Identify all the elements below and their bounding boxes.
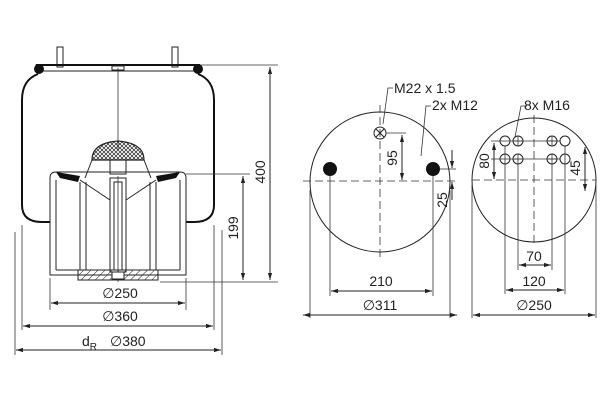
dim-max-diameter: ∅380 [110,333,146,349]
dim-stud-offset: 25 [434,192,450,208]
bellow [21,73,215,223]
dim-bellow-diameter: ∅360 [102,308,138,324]
dim-dr-label: dR [82,333,97,353]
dim-top-plate-diameter: ∅311 [363,297,398,313]
dim-height-400: 400 [252,160,268,184]
top-plate-view: M22 x 1.5 2x M12 95 25 210 ∅311 [303,80,478,318]
bump-stop [91,140,145,161]
bolt-holes [499,135,571,165]
side-view: 400 199 ∅250 ∅360 dR ∅380 [14,46,278,355]
dim-stud-spacing: 210 [369,273,393,289]
top-stud-left [56,46,64,68]
top-stud-right [171,46,179,68]
dim-offset: 45 [567,160,583,176]
label-bolts: 8x M16 [524,97,570,113]
bottom-plate-view: 8x M16 80 45 70 120 ∅250 [471,97,597,318]
dim-outer-spacing: 120 [522,273,546,289]
dim-piston-diameter: ∅250 [102,285,138,301]
dim-connection-offset: 95 [384,150,400,166]
stud-left [323,162,337,176]
dim-height-199: 199 [225,216,241,240]
label-air-connection: M22 x 1.5 [394,80,456,96]
dim-inner-spacing: 70 [526,248,542,264]
stud-right [426,162,440,176]
dim-vertical-spacing: 80 [476,153,492,169]
dim-bottom-plate-diameter: ∅250 [516,297,552,313]
piston [49,171,187,276]
label-studs: 2x M12 [432,97,478,113]
